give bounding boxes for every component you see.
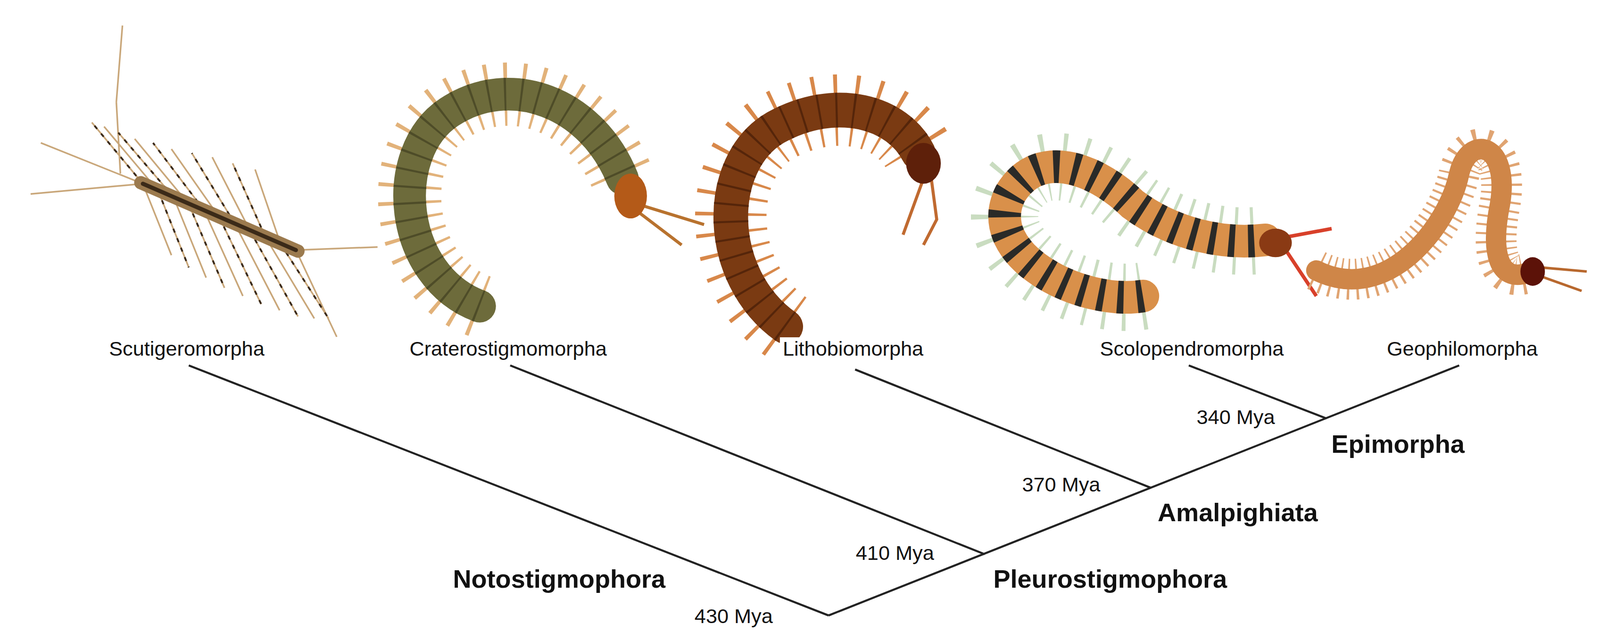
legs — [409, 94, 623, 307]
head — [1520, 256, 1545, 286]
branch — [188, 365, 829, 616]
segments — [730, 109, 919, 327]
divergence-time: 340 Mya — [1193, 405, 1278, 430]
taxon-name: Craterostigmomorpha — [406, 337, 610, 361]
clade-name: Amalpighiata — [1154, 497, 1321, 527]
legs — [730, 109, 919, 327]
taxon-name: Scutigeromorpha — [106, 337, 267, 361]
branch — [854, 369, 1152, 488]
leg-bands — [91, 122, 329, 319]
taxon-name: Scolopendromorpha — [1097, 337, 1287, 361]
legs — [1004, 166, 1266, 298]
body — [140, 182, 299, 251]
house-centipede-figure — [30, 25, 378, 337]
branch — [828, 365, 1460, 616]
antennae — [1538, 267, 1587, 291]
body — [409, 94, 623, 307]
stripes — [1004, 166, 1266, 298]
geophilus-figure — [1316, 149, 1587, 291]
segments — [409, 94, 623, 307]
taxon-name: Geophilomorpha — [1384, 337, 1541, 361]
lithobius-figure — [730, 109, 941, 327]
body-stripe — [142, 183, 297, 251]
clade-name: Epimorpha — [1328, 429, 1468, 459]
clade-name: Notostigmophora — [450, 563, 669, 594]
body — [1316, 149, 1526, 280]
head — [614, 173, 647, 219]
antennae — [634, 204, 705, 246]
body — [1004, 166, 1266, 298]
craterostigmus-figure — [409, 94, 705, 307]
divergence-time: 410 Mya — [853, 541, 937, 565]
taxon-name: Lithobiomorpha — [779, 337, 927, 361]
clade-name: Pleurostigmophora — [990, 563, 1230, 594]
body — [730, 109, 919, 327]
legs — [1316, 149, 1526, 280]
divergence-time: 430 Mya — [691, 604, 776, 629]
head — [906, 142, 942, 184]
head — [1259, 228, 1292, 258]
antennae — [903, 173, 937, 245]
legs — [30, 25, 378, 337]
tree-branches — [188, 365, 1460, 616]
divergence-time: 370 Mya — [1019, 472, 1103, 497]
scolopendra-figure — [1004, 166, 1332, 298]
